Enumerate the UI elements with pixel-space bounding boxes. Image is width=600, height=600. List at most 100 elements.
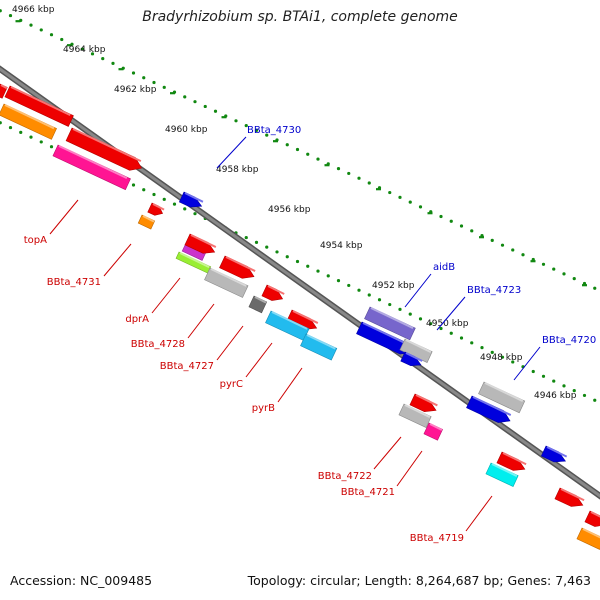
gene-label-pyrC: pyrC xyxy=(220,379,243,390)
gene-BBta_4720 xyxy=(478,381,526,414)
minus-track-dot xyxy=(408,312,412,316)
minus-track-dot xyxy=(347,283,351,288)
plus-track-dot xyxy=(408,200,412,204)
minus-track-dot xyxy=(306,264,310,268)
tick-label: 4948 kbp xyxy=(480,353,523,363)
minus-track-dot xyxy=(593,398,597,402)
gene-label-BBta_4719: BBta_4719 xyxy=(410,533,464,544)
gene-aidB xyxy=(364,306,416,341)
plus-track-dot xyxy=(552,267,556,271)
gene-label-BBta_4728-leader xyxy=(187,303,215,339)
plus-track-dot xyxy=(131,71,136,75)
plus-track-dot xyxy=(60,37,64,42)
minus-track-dot xyxy=(285,255,289,259)
plus-track-dot xyxy=(183,95,187,99)
gene-features xyxy=(0,83,600,550)
minus-track-dot xyxy=(552,379,556,383)
tick-label: 4956 kbp xyxy=(268,205,311,215)
tick-label: 4964 kbp xyxy=(63,45,106,55)
minus-track-dot xyxy=(19,130,23,134)
plus-track-dot xyxy=(562,272,566,276)
gene-labels: BBta_4730aidBBBta_4723BBta_4720topABBta_… xyxy=(24,125,596,544)
plus-track-dot xyxy=(511,248,515,252)
gene-blue xyxy=(540,445,568,463)
plus-track-dot xyxy=(295,147,300,152)
gene-orange xyxy=(576,527,600,550)
gene-gray xyxy=(399,338,433,363)
tick-label: 4966 kbp xyxy=(12,5,55,15)
minus-track-dot xyxy=(49,145,54,149)
gene-label-BBta_4720-leader xyxy=(513,346,541,381)
minus-track-dot xyxy=(39,140,43,144)
minus-track-dot xyxy=(388,302,392,307)
gene-blue xyxy=(466,395,512,423)
minus-track-dot xyxy=(470,341,474,345)
gene-label-dprA-leader xyxy=(151,277,181,314)
plus-track-dot xyxy=(593,286,597,290)
gene-red xyxy=(554,487,585,507)
gene-label-BBta_4723-leader xyxy=(436,296,466,331)
minus-track-dot xyxy=(398,307,402,311)
gene-red xyxy=(409,393,438,412)
minus-track-dot xyxy=(490,350,494,354)
minus-track-dot xyxy=(572,389,576,393)
plus-track-dot xyxy=(162,85,166,89)
plus-track-dot xyxy=(572,277,576,281)
gene-label-BBta_4719-leader xyxy=(465,495,493,532)
plus-track-dot xyxy=(49,33,54,37)
plus-track-dot xyxy=(459,224,464,228)
tick-label: 4954 kbp xyxy=(320,241,363,251)
gene-pyrB xyxy=(300,333,338,361)
plus-track-dot xyxy=(367,181,371,185)
plus-track-dot xyxy=(449,219,453,223)
plus-track-dot xyxy=(357,176,361,180)
gene-BBta_4722 xyxy=(398,403,432,428)
minus-track-dot xyxy=(326,274,330,278)
minus-track-dot xyxy=(418,317,423,321)
gene-label-dprA: dprA xyxy=(125,314,149,325)
gene-label-BBta_4721: BBta_4721 xyxy=(341,487,395,498)
plus-track-dot xyxy=(285,143,289,147)
plus-track-dot xyxy=(152,80,156,85)
minus-track-dot xyxy=(152,192,156,197)
gene-BBta_4730 xyxy=(178,191,204,208)
plus-track-dot xyxy=(80,47,84,51)
gene-label-aidB: aidB xyxy=(433,262,455,273)
plus-track-dot xyxy=(418,205,423,209)
gene-orange xyxy=(0,103,57,140)
gene-label-BBta_4722: BBta_4722 xyxy=(318,471,372,482)
plus-track-dot xyxy=(490,238,494,242)
gene-label-topA: topA xyxy=(24,235,47,246)
minus-track-dot xyxy=(183,207,187,211)
minus-track-dot xyxy=(500,355,505,359)
plus-track-dot xyxy=(541,262,546,266)
minus-track-dot xyxy=(0,121,2,125)
minus-track-dot xyxy=(511,360,515,364)
plus-track-dot xyxy=(111,61,115,65)
gene-red xyxy=(219,255,256,279)
gene-red xyxy=(496,451,527,471)
minus-track-dot xyxy=(265,245,269,249)
topology-summary: Topology: circular; Length: 8,264,687 bp… xyxy=(247,573,591,588)
plus-track-dot xyxy=(398,195,402,199)
gene-BBta_4719 xyxy=(485,462,519,487)
minus-track-dot xyxy=(131,183,136,187)
minus-track-dot xyxy=(275,250,279,254)
genome-backbone-highlight xyxy=(0,67,600,498)
plus-track-dot xyxy=(29,23,33,27)
minus-track-dot xyxy=(429,322,433,326)
plus-track-dot xyxy=(0,9,2,13)
tick-label: 4950 kbp xyxy=(426,319,469,329)
minus-track-dot xyxy=(316,269,320,273)
tick-label: 4946 kbp xyxy=(534,391,577,401)
gene-label-BBta_4730-leader xyxy=(216,136,247,169)
gene-BBta_4728 xyxy=(204,267,249,298)
minus-track-dot xyxy=(449,331,453,335)
minus-track-dot xyxy=(439,326,443,331)
gene-label-BBta_4720: BBta_4720 xyxy=(542,335,596,346)
plus-track-dot xyxy=(470,229,474,233)
gene-label-BBta_4722-leader xyxy=(373,436,402,470)
gene-label-BBta_4727-leader xyxy=(216,325,244,361)
